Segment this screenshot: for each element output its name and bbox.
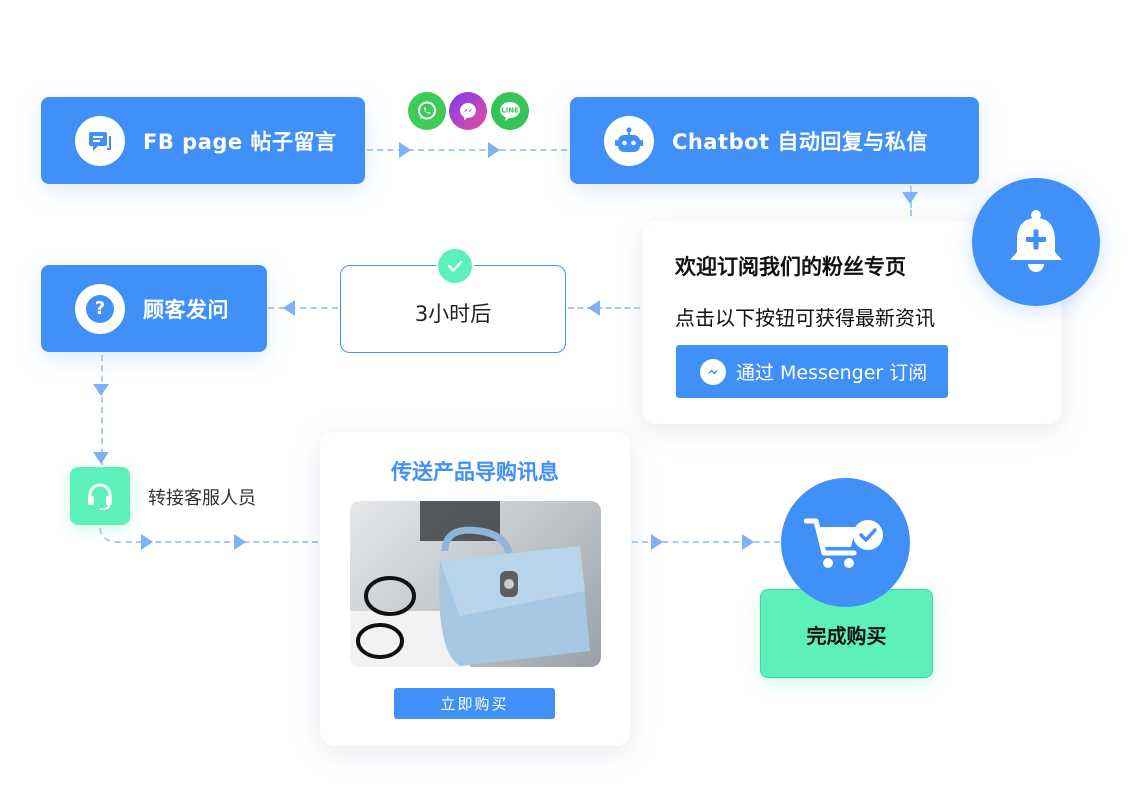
line-badge: LINE <box>501 107 519 115</box>
messenger-icon <box>700 358 726 385</box>
customer-ask-step: ? 顾客发问 <box>41 265 267 352</box>
subscribe-title: 欢迎订阅我们的粉丝专页 <box>675 255 906 279</box>
arrow-right <box>141 534 153 550</box>
robot-icon <box>604 115 654 166</box>
messenger-subscribe-label: 通过 Messenger 订阅 <box>736 362 928 384</box>
messenger-icon <box>449 92 487 130</box>
curve-connector <box>99 527 136 543</box>
subscribe-subtitle: 点击以下按钮可获得最新资讯 <box>675 306 935 330</box>
checkmark-icon <box>436 247 474 285</box>
arrow-down <box>93 452 109 464</box>
headset-icon <box>88 483 112 510</box>
connector-product-done <box>632 541 780 543</box>
arrow-right <box>742 534 754 550</box>
arrow-right <box>234 534 246 550</box>
chatbot-label: Chatbot 自动回复与私信 <box>672 129 928 154</box>
cart-check-icon <box>803 518 883 568</box>
channel-icons: LINE <box>408 92 530 130</box>
arrow-right <box>651 534 663 550</box>
connector-timer-ask <box>268 307 338 309</box>
product-card-title: 传送产品导购讯息 <box>391 460 559 484</box>
after-3-hours-label: 3小时后 <box>414 302 492 326</box>
arrow-right <box>399 142 411 158</box>
buy-now-label: 立即购买 <box>440 695 509 713</box>
chat-bubble-icon <box>75 115 125 166</box>
product-image <box>350 501 601 667</box>
bell-badge <box>972 178 1100 306</box>
cart-badge <box>781 478 910 607</box>
chatbot-step: Chatbot 自动回复与私信 <box>570 97 979 184</box>
buy-now-button[interactable]: 立即购买 <box>394 688 555 719</box>
connector-ask-agent <box>101 355 103 465</box>
messenger-subscribe-button[interactable]: 通过 Messenger 订阅 <box>676 345 948 398</box>
transfer-label: 转接客服人员 <box>148 488 256 509</box>
product-card: 传送产品导购讯息 立即购买 <box>320 432 630 746</box>
arrow-down <box>93 384 109 396</box>
support-agent-badge <box>70 467 130 525</box>
fb-page-label: FB page 帖子留言 <box>143 129 337 154</box>
connector-agent-product <box>136 541 318 543</box>
connector-card-timer <box>568 307 640 309</box>
line-icon: LINE <box>491 92 529 130</box>
subscribe-card: 欢迎订阅我们的粉丝专页 点击以下按钮可获得最新资讯 通过 Messenger 订… <box>643 221 1061 424</box>
customer-ask-label: 顾客发问 <box>143 297 229 322</box>
whatsapp-icon <box>408 92 446 130</box>
connector-fb-chatbot <box>367 149 567 151</box>
bell-plus-icon <box>1010 210 1062 272</box>
fb-page-comments-step: FB page 帖子留言 <box>41 97 365 184</box>
purchase-complete-label: 完成购买 <box>806 624 887 648</box>
arrow-down <box>902 192 918 204</box>
arrow-left <box>283 300 295 316</box>
arrow-left <box>588 300 600 316</box>
arrow-right <box>488 142 500 158</box>
question-icon: ? <box>75 283 125 334</box>
